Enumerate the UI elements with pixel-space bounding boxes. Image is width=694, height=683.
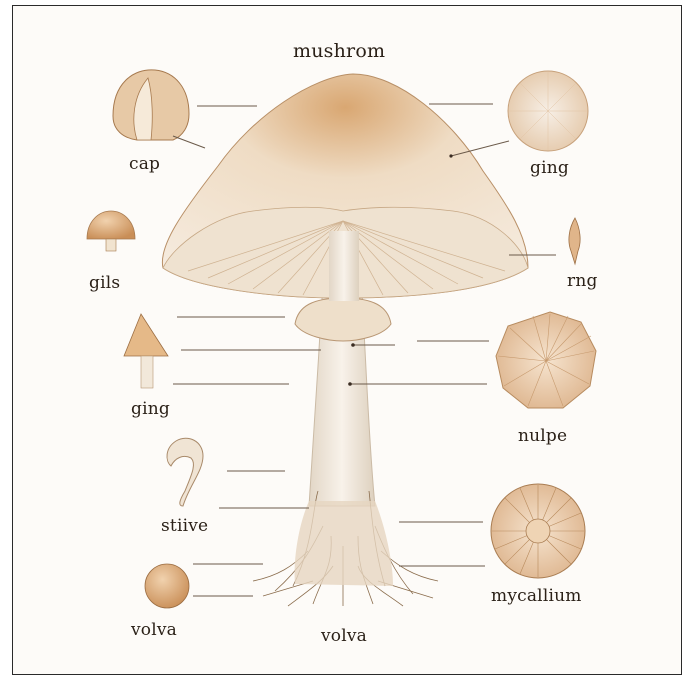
icon-nulpe-illustration bbox=[496, 312, 596, 408]
diagram-title: mushrom bbox=[293, 40, 385, 62]
label-nulpe: nulpe bbox=[518, 426, 567, 446]
label-volva-center: volva bbox=[321, 626, 367, 646]
label-rng: rng bbox=[567, 271, 598, 291]
label-cap: cap bbox=[129, 154, 160, 174]
icon-rng-illustration bbox=[569, 218, 580, 264]
icon-ging-left-illustration bbox=[124, 314, 168, 388]
icon-mycallium-illustration bbox=[491, 484, 585, 578]
icon-gils-illustration bbox=[87, 211, 135, 251]
label-ging-left: ging bbox=[131, 399, 170, 419]
label-ging-right: ging bbox=[530, 158, 569, 178]
icon-volva-illustration bbox=[145, 564, 189, 608]
main-ring bbox=[295, 298, 391, 341]
label-volva-left: volva bbox=[131, 620, 177, 640]
icon-cap-illustration bbox=[113, 70, 189, 140]
diagram-frame: mushrom cap gils ging stiive volva volva… bbox=[12, 5, 682, 675]
icon-ging-right-illustration bbox=[508, 71, 588, 151]
mushroom-illustration bbox=[13, 6, 682, 675]
stem-base bbox=[295, 501, 393, 586]
label-mycallium: mycallium bbox=[491, 586, 582, 606]
label-gils: gils bbox=[89, 273, 120, 293]
label-stiive: stiive bbox=[161, 516, 208, 536]
icon-stiive-illustration bbox=[167, 438, 203, 506]
